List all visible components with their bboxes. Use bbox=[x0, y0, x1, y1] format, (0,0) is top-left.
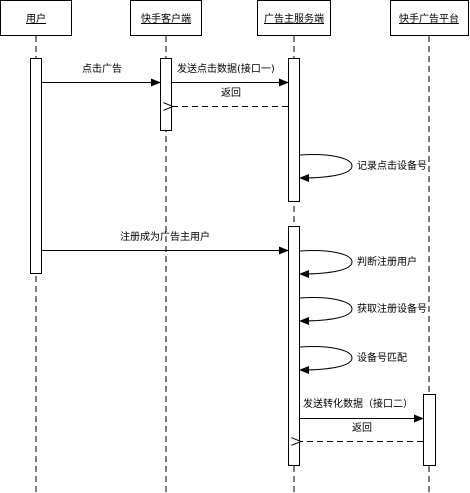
participant-user-label: 用户 bbox=[26, 12, 46, 25]
message-get-register-device-arrow bbox=[299, 297, 353, 325]
message-judge-register-arrow bbox=[299, 250, 353, 278]
message-return-1-label: 返回 bbox=[221, 87, 241, 99]
message-record-device-label: 记录点击设备号 bbox=[357, 159, 427, 172]
activation-user bbox=[30, 58, 42, 274]
activation-client bbox=[160, 58, 172, 131]
participant-client-label: 快手客户端 bbox=[141, 12, 191, 25]
message-record-device-arrow bbox=[299, 154, 353, 182]
participant-user: 用户 bbox=[0, 0, 72, 36]
message-get-register-device-label: 获取注册设备号 bbox=[357, 302, 427, 315]
message-device-match-label: 设备号匹配 bbox=[357, 351, 407, 364]
activation-server-1 bbox=[288, 58, 300, 202]
message-return-2-label: 返回 bbox=[352, 422, 372, 434]
message-send-click-label: 发送点击数据(接口一) bbox=[177, 62, 275, 75]
message-click-ad-label: 点击广告 bbox=[82, 62, 122, 75]
participant-client: 快手客户端 bbox=[130, 0, 202, 36]
participant-server: 广告主服务端 bbox=[257, 0, 331, 36]
participant-platform-label: 快手广告平台 bbox=[399, 12, 459, 25]
message-register-user-label: 注册成为广告主用户 bbox=[120, 230, 210, 243]
message-judge-register-label: 判断注册用户 bbox=[357, 255, 417, 268]
message-send-conversion-label: 发送转化数据（接口二） bbox=[303, 397, 413, 410]
message-device-match-arrow bbox=[299, 346, 353, 374]
activation-server-2 bbox=[288, 226, 300, 466]
participant-server-label: 广告主服务端 bbox=[264, 12, 324, 25]
activation-platform bbox=[423, 394, 436, 466]
participant-platform: 快手广告平台 bbox=[390, 0, 469, 36]
